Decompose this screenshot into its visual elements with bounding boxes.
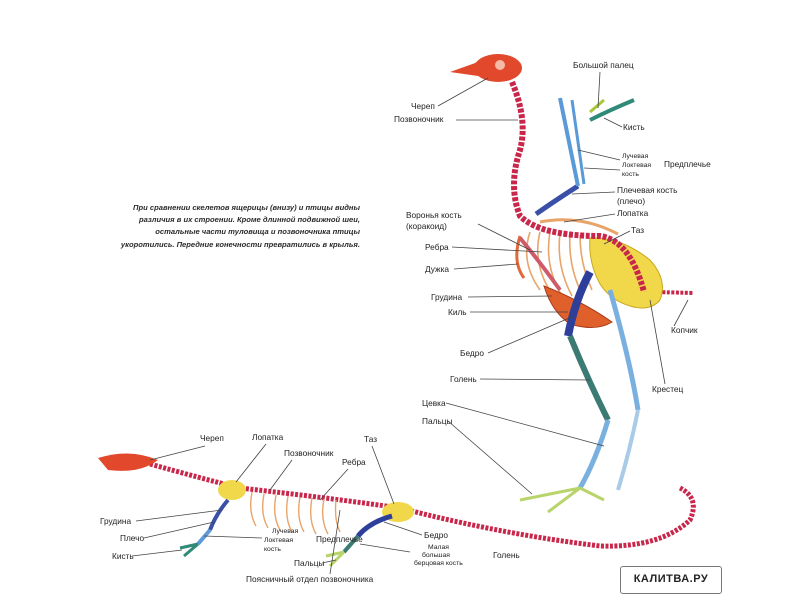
- label-bird-ribs: Ребра: [425, 242, 449, 252]
- label-lizard-tibia-big: большая: [422, 551, 450, 559]
- label-bird-forearm: Предплечье: [664, 159, 711, 169]
- label-lizard-fibula: Малая: [428, 544, 449, 551]
- label-bird-hand: Кисть: [623, 122, 645, 132]
- bird-hand: [589, 98, 635, 122]
- label-lizard-ribs: Ребра: [342, 457, 366, 467]
- bird-femur: [564, 270, 594, 337]
- lizard-forearm: [196, 528, 212, 546]
- bird-furcula: [515, 235, 526, 279]
- label-bird-scapula: Лопатка: [617, 208, 649, 218]
- lizard-skeleton: [98, 453, 696, 568]
- label-bird-coracoid-1: Воронья кость: [406, 210, 462, 220]
- watermark-logo: КАЛИТВА.РУ: [620, 566, 722, 594]
- label-bird-sternum: Грудина: [431, 292, 462, 302]
- lizard-spine: [149, 461, 696, 549]
- label-bird-pelvis: Таз: [631, 225, 644, 235]
- bird-pelvis: [589, 237, 663, 309]
- label-lizard-spine: Позвоночник: [284, 448, 334, 458]
- bird-labels: Череп Позвоночник Большой палец Кисть Лу…: [394, 60, 711, 495]
- bird-tibia: [567, 334, 611, 422]
- label-lizard-toes: Пальцы: [294, 558, 324, 568]
- bird-skeleton: [450, 54, 695, 514]
- bird-scapula: [539, 218, 619, 236]
- bird-tarsus-2: [616, 409, 640, 491]
- label-bird-pygostyle: Копчик: [671, 325, 698, 335]
- label-lizard-lumbar: Поясничный отдел позвоночника: [246, 574, 374, 584]
- bird-toes: [519, 486, 605, 514]
- lizard-labels: Череп Лопатка Позвоночник Таз Ребра Груд…: [100, 432, 520, 584]
- label-lizard-tibia-bone: берцовая кость: [414, 559, 463, 567]
- lizard-skull: [98, 453, 158, 471]
- label-lizard-sternum: Грудина: [100, 516, 131, 526]
- lizard-tibia: [342, 534, 360, 554]
- label-lizard-radius: Лучевая: [272, 528, 299, 535]
- lizard-hand: [179, 542, 199, 558]
- label-lizard-pelvis: Таз: [364, 434, 377, 444]
- label-bird-keel: Киль: [448, 307, 467, 317]
- bird-humerus: [534, 183, 580, 217]
- bird-tail-spine: [639, 290, 695, 295]
- label-bird-bone: кость: [622, 171, 639, 178]
- label-lizard-shoulder: Плечо: [120, 533, 144, 543]
- label-bird-sacrum: Крестец: [652, 384, 684, 394]
- label-bird-spine: Позвоночник: [394, 114, 444, 124]
- label-bird-tarsus: Цевка: [422, 398, 446, 408]
- label-lizard-femur: Бедро: [424, 530, 448, 540]
- label-bird-furcula: Дужка: [425, 264, 449, 274]
- lizard-ribs: [249, 491, 341, 535]
- lizard-femur: [356, 513, 393, 538]
- label-bird-humerus-2: (плечо): [617, 196, 645, 206]
- label-bird-skull: Череп: [411, 101, 435, 111]
- label-lizard-hand: Кисть: [112, 551, 134, 561]
- label-bird-thumb: Большой палец: [573, 60, 634, 70]
- lizard-scapula: [218, 480, 246, 500]
- label-lizard-scapula: Лопатка: [252, 432, 284, 442]
- label-bird-toes: Пальцы: [422, 416, 452, 426]
- label-bird-coracoid-2: (коракоид): [406, 221, 447, 231]
- label-bird-tibia: Голень: [450, 374, 477, 384]
- bird-thumb: [589, 98, 605, 114]
- bird-spine: [509, 80, 647, 293]
- bird-skull: [450, 54, 522, 82]
- lizard-toes: [325, 550, 346, 568]
- bird-forearm: [558, 97, 580, 187]
- label-bird-radius: Лучевая: [622, 153, 649, 160]
- label-lizard-shin: Голень: [493, 550, 520, 560]
- label-lizard-bone: кость: [264, 546, 281, 553]
- bird-forearm-2: [570, 99, 586, 185]
- label-lizard-ulna: Локтевая: [264, 537, 293, 544]
- bird-tarsus: [577, 419, 611, 490]
- bird-tibia-2: [607, 289, 641, 411]
- label-bird-humerus-1: Плечевая кость: [617, 185, 677, 195]
- label-bird-ulna: Локтевая: [622, 162, 651, 169]
- label-bird-femur: Бедро: [460, 348, 484, 358]
- label-lizard-skull: Череп: [200, 433, 224, 443]
- lizard-humerus: [208, 498, 230, 531]
- caption-text: При сравнении скелетов ящерицы (внизу) и…: [120, 203, 360, 249]
- bird-coracoid: [518, 236, 562, 292]
- label-lizard-forearm: Предплечье: [316, 534, 363, 544]
